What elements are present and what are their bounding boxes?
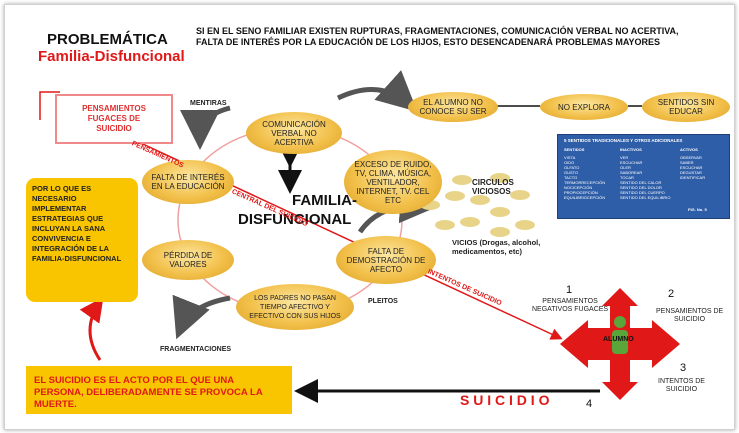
oval-alumno-text: EL ALUMNO NO CONOCE SU SER — [419, 98, 487, 116]
cross-num-2: 2 — [668, 288, 675, 300]
center-label-2: DISFUNCIONAL — [238, 211, 352, 228]
table-col1-item: TACTO — [564, 175, 578, 180]
curve-arrow-fragment — [172, 294, 231, 340]
header-text: SI EN EL SENO FAMILIAR EXISTEN RUPTURAS,… — [196, 26, 679, 47]
table-col3-item: IDENTIFICAR — [680, 175, 706, 180]
oval-exceso: EXCESO DE RUIDO, TV, CLIMA, MÚSICA, VENT… — [344, 150, 442, 214]
definition-box: EL SUICIDIO ES EL ACTO POR EL QUE UNA PE… — [26, 366, 292, 414]
senses-table: 5 SENTIDOS TRADICIONALES Y OTROS ADICION… — [557, 134, 730, 219]
oval-perdida-text: PÉRDIDA DE VALORES — [163, 251, 213, 269]
strategy-text: POR LO QUE ES NECESARIO IMPLEMENTAR ESTR… — [32, 184, 122, 263]
table-col2-head: INACTIVOS — [620, 147, 642, 152]
table-col1-item: EQUILIBRIOCEPCIÓN — [564, 195, 606, 200]
oval-alumno: EL ALUMNO NO CONOCE SU SER — [408, 92, 498, 122]
red-cross-diagram — [560, 288, 680, 400]
title-problematica: PROBLEMÁTICA — [47, 31, 168, 48]
table-col2-item: OLER — [620, 165, 631, 170]
table-col2-item: SENTIDO DEL CUERPO — [620, 190, 665, 195]
vicious-circle-dots — [420, 173, 535, 237]
cross-num-3: 3 — [680, 362, 687, 374]
oval-padres-text: LOS PADRES NO PASAN TIEMPO AFECTIVO Y EF… — [249, 294, 341, 320]
strategy-box: POR LO QUE ES NECESARIO IMPLEMENTAR ESTR… — [26, 178, 138, 302]
oval-comunicacion: COMUNICACIÓN VERBAL NO ACERTIVA — [246, 112, 342, 154]
table-col2-item: VER — [620, 155, 629, 160]
oval-falta-afecto: FALTA DE DEMOSTRACIÓN DE AFECTO — [336, 236, 436, 284]
oval-exceso-text: EXCESO DE RUIDO, TV, CLIMA, MÚSICA, VENT… — [354, 159, 432, 205]
cross-label-1: PENSAMIENTOS NEGATIVOS FUGACES — [532, 298, 609, 313]
table-col2-item: TOCAR — [620, 175, 634, 180]
table-col1-item: OLFATO — [564, 165, 580, 170]
label-fragmentaciones: FRAGMENTACIONES — [160, 346, 232, 353]
label-pleitos: PLEITOS — [368, 298, 398, 305]
table-col1-item: GUSTO — [564, 170, 579, 175]
center-label-1: FAMILIA- — [292, 192, 357, 209]
table-title: 5 SENTIDOS TRADICIONALES Y OTROS ADICION… — [564, 138, 683, 143]
curve-arrow-top — [336, 70, 418, 112]
oval-falta-interes-text: FALTA DE INTERÉS EN LA EDUCACIÓN — [151, 173, 225, 191]
pensamientos-label: PENSAMIENTOS FUGACES DE SUICIDIO — [82, 104, 146, 133]
oval-no-explora: NO EXPLORA — [540, 94, 628, 120]
cross-num-4: 4 — [586, 398, 593, 410]
oval-no-explora-text: NO EXPLORA — [557, 102, 610, 112]
cross-center-label: ALUMNO — [603, 336, 634, 343]
table-col3-item: SABER — [680, 160, 694, 165]
table-col2-item: SENTIDO DEL EQUILIBRIO — [620, 195, 671, 200]
definition-text: EL SUICIDIO ES EL ACTO POR EL QUE UNA PE… — [34, 375, 263, 410]
oval-comunicacion-text: COMUNICACIÓN VERBAL NO ACERTIVA — [262, 119, 326, 147]
red-bracket-arrow — [39, 91, 60, 120]
table-col3-item: OBSERVAR — [680, 155, 702, 160]
table-col1-item: TERMORRECEPCIÓN — [564, 180, 606, 185]
cross-label-2: PENSAMIENTOS DE SUICIDIO — [656, 308, 724, 323]
oval-sentidos-text: SENTIDOS SIN EDUCAR — [657, 98, 715, 116]
table-col2-item: SENTIDO DEL DOLOR — [620, 185, 662, 190]
label-circulos: CIRCULOS VICIOSOS — [472, 178, 514, 196]
table-col1-item: NOCICEPCIÓN — [564, 185, 593, 190]
table-col1-item: PROPIOCEPCIÓN — [564, 190, 598, 195]
table-col2-item: SENTIDO DEL CALOR — [620, 180, 662, 185]
table-col3-item: DEGUSTAR — [680, 170, 702, 175]
table-fig: FIG. No. 5 — [688, 207, 707, 212]
red-curve-up — [79, 297, 104, 361]
oval-falta-interes: FALTA DE INTERÉS EN LA EDUCACIÓN — [142, 160, 234, 204]
curve-arrow-mentiras — [180, 105, 231, 150]
oval-falta-afecto-text: FALTA DE DEMOSTRACIÓN DE AFECTO — [346, 246, 426, 274]
oval-perdida: PÉRDIDA DE VALORES — [142, 240, 234, 280]
table-col3-head: ACTIVOS — [680, 147, 698, 152]
oval-sentidos: SENTIDOS SIN EDUCAR — [642, 92, 730, 122]
table-col1-item: OIDO — [564, 160, 575, 165]
title-familia: Familia-Disfuncional — [38, 48, 185, 65]
label-vicios: VICIOS (Drogas, alcohol, medicamentos, e… — [452, 238, 541, 256]
table-col2-item: ESCUCHAR — [620, 160, 643, 165]
oval-padres: LOS PADRES NO PASAN TIEMPO AFECTIVO Y EF… — [236, 284, 354, 330]
cross-label-3: INTENTOS DE SUICIDIO — [658, 378, 705, 393]
table-col1-item: VISTA — [564, 155, 576, 160]
table-col3-item: ESCUCHAR — [680, 165, 703, 170]
suicidio-label: S U I C I D I O — [460, 392, 550, 408]
cross-num-1: 1 — [566, 284, 573, 296]
table-col1-head: SENTIDOS — [564, 147, 585, 152]
pensamientos-box: PENSAMIENTOS FUGACES DE SUICIDIO — [55, 94, 173, 144]
label-mentiras: MENTIRAS — [190, 100, 227, 107]
table-col2-item: SABOREAR — [620, 170, 643, 175]
